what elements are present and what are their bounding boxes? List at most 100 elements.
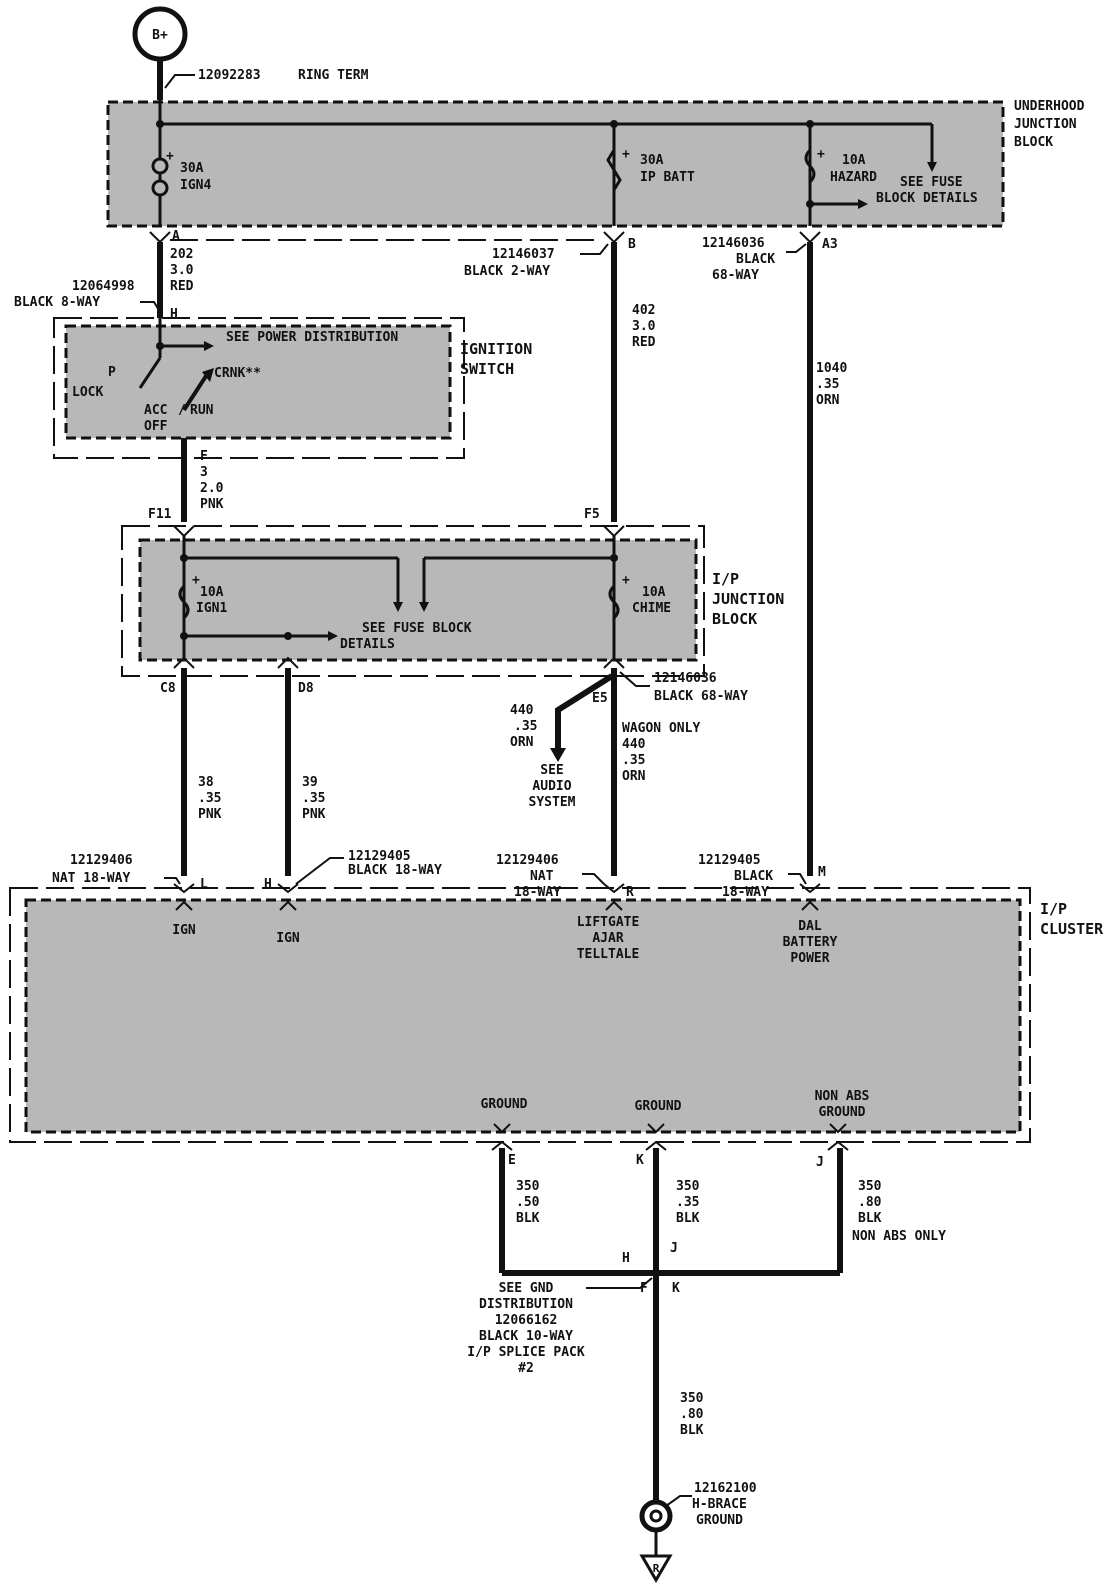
svg-text:TELLTALE: TELLTALE [577, 947, 640, 962]
svg-text:.35: .35 [622, 753, 645, 768]
connector-12146036-top: 12146036 BLACK 68-WAY [702, 236, 775, 283]
svg-text:350: 350 [516, 1179, 540, 1194]
battery-symbol: B+ [152, 28, 168, 43]
ip-cluster [24, 898, 1022, 1134]
svg-text:ORN: ORN [816, 393, 840, 408]
ground-terminal: R [639, 1499, 673, 1583]
svg-text:.35: .35 [198, 791, 221, 806]
svg-text:+: + [166, 149, 174, 164]
svg-text:+: + [622, 147, 630, 162]
svg-text:350: 350 [858, 1179, 882, 1194]
ground-part-number: 12162100 [694, 1481, 757, 1496]
svg-text:12146036: 12146036 [654, 671, 717, 686]
svg-text:440: 440 [622, 737, 646, 752]
svg-text:39: 39 [302, 775, 318, 790]
see-gnd-distribution: SEE GND DISTRIBUTION 12066162 BLACK 10-W… [467, 1281, 585, 1376]
battery-terminal: B+ [132, 6, 188, 62]
cluster-pin-m: M [818, 865, 826, 880]
ignition-acc: ACC [144, 403, 167, 418]
pin-e5: E5 [592, 691, 608, 706]
svg-text:68-WAY: 68-WAY [712, 268, 759, 283]
ignition-run: RUN [190, 403, 214, 418]
svg-text:NAT: NAT [530, 869, 554, 884]
connector-12129406-a: 12129406 NAT 18-WAY [52, 853, 133, 886]
svg-text:IGNITION: IGNITION [460, 340, 532, 358]
underhood-title: UNDERHOOD JUNCTION BLOCK [1014, 99, 1085, 150]
svg-text:CHIME: CHIME [632, 601, 671, 616]
svg-text:H-BRACE: H-BRACE [692, 1497, 747, 1512]
pin-b: B [628, 237, 636, 252]
fuse-10a-ign1: 10A IGN1 [196, 585, 227, 616]
svg-text:3.0: 3.0 [170, 263, 194, 278]
svg-text:WAGON ONLY: WAGON ONLY [622, 721, 700, 736]
wire-202-label: 202 3.0 RED [170, 247, 194, 294]
svg-text:SYSTEM: SYSTEM [529, 795, 576, 810]
wire-350e-label: 350 .50 BLK [516, 1179, 540, 1226]
wire-402-label: 402 3.0 RED [632, 303, 656, 350]
svg-text:.80: .80 [858, 1195, 882, 1210]
wire-350k-label: 350 .35 BLK [676, 1179, 700, 1226]
svg-text:12129405: 12129405 [698, 853, 761, 868]
ignition-switch [64, 324, 452, 440]
pin-d8: D8 [298, 681, 314, 696]
pin-a3: A3 [822, 237, 838, 252]
svg-text:DETAILS: DETAILS [340, 637, 395, 652]
svg-text:BLK: BLK [676, 1211, 700, 1226]
svg-text:I/P: I/P [1040, 900, 1067, 918]
svg-text:38: 38 [198, 775, 214, 790]
svg-text:I/P SPLICE PACK: I/P SPLICE PACK [467, 1345, 585, 1360]
liftgate-telltale: LIFTGATE AJAR TELLTALE [577, 915, 640, 962]
wire-440b-label: WAGON ONLY 440 .35 ORN [622, 721, 700, 784]
see-power-distribution: SEE POWER DISTRIBUTION [226, 330, 398, 345]
svg-text:AUDIO: AUDIO [532, 779, 571, 794]
fuse-10a-hazard: 10A HAZARD [830, 153, 877, 185]
wire-3-label: 3 2.0 PNK [200, 465, 224, 512]
cluster-ground-2: GROUND [635, 1099, 682, 1114]
svg-text:/: / [178, 403, 186, 418]
see-fuse-block-details-2: SEE FUSE BLOCK DETAILS [340, 621, 472, 652]
ignition-switch-title: IGNITION SWITCH [460, 340, 532, 378]
svg-text:12066162: 12066162 [495, 1313, 558, 1328]
wire-1040-label: 1040 .35 ORN [816, 361, 847, 408]
svg-text:PNK: PNK [200, 497, 224, 512]
svg-text:BLACK 18-WAY: BLACK 18-WAY [348, 863, 442, 878]
cluster-ign-1: IGN [172, 923, 196, 938]
fuse-10a-chime: 10A CHIME [632, 585, 671, 616]
cluster-ign-2: IGN [276, 931, 300, 946]
svg-text:BLACK: BLACK [736, 252, 775, 267]
pin-f11: F11 [148, 507, 172, 522]
svg-text:DISTRIBUTION: DISTRIBUTION [479, 1297, 573, 1312]
svg-text:SEE: SEE [540, 763, 563, 778]
svg-text:SWITCH: SWITCH [460, 360, 514, 378]
svg-text:BATTERY: BATTERY [783, 935, 838, 950]
svg-text:NON ABS ONLY: NON ABS ONLY [852, 1229, 946, 1244]
svg-text:BLACK 10-WAY: BLACK 10-WAY [479, 1329, 573, 1344]
svg-text:HAZARD: HAZARD [830, 170, 877, 185]
svg-text:350: 350 [676, 1179, 700, 1194]
connector-12064998: 12064998 BLACK 8-WAY [14, 279, 135, 310]
svg-text:3: 3 [200, 465, 208, 480]
ip-cluster-title: I/P CLUSTER [1040, 900, 1104, 938]
svg-text:JUNCTION: JUNCTION [1014, 117, 1077, 132]
svg-text:BLACK 2-WAY: BLACK 2-WAY [464, 264, 550, 279]
splice-pin-h: H [622, 1251, 630, 1266]
pin-a: A [172, 229, 180, 244]
svg-text:IP BATT: IP BATT [640, 170, 695, 185]
dal-battery-power: DAL BATTERY POWER [783, 919, 838, 966]
svg-text:RED: RED [632, 335, 656, 350]
ip-junction-block [138, 538, 698, 662]
connector-12129405-a: 12129405 BLACK 18-WAY [348, 849, 442, 878]
svg-text:BLOCK: BLOCK [712, 610, 757, 628]
splice-pin-f: F [640, 1281, 648, 1296]
svg-text:10A: 10A [200, 585, 224, 600]
svg-text:AJAR: AJAR [592, 931, 623, 946]
svg-text:.35: .35 [676, 1195, 699, 1210]
see-fuse-block-details-1: SEE FUSE BLOCK DETAILS [876, 175, 978, 206]
svg-text:RED: RED [170, 279, 194, 294]
underhood-junction-block [106, 100, 1005, 228]
svg-text:.35: .35 [816, 377, 839, 392]
svg-text:12129405: 12129405 [348, 849, 411, 864]
svg-text:12129406: 12129406 [70, 853, 133, 868]
see-audio-system: SEE AUDIO SYSTEM [529, 763, 576, 810]
